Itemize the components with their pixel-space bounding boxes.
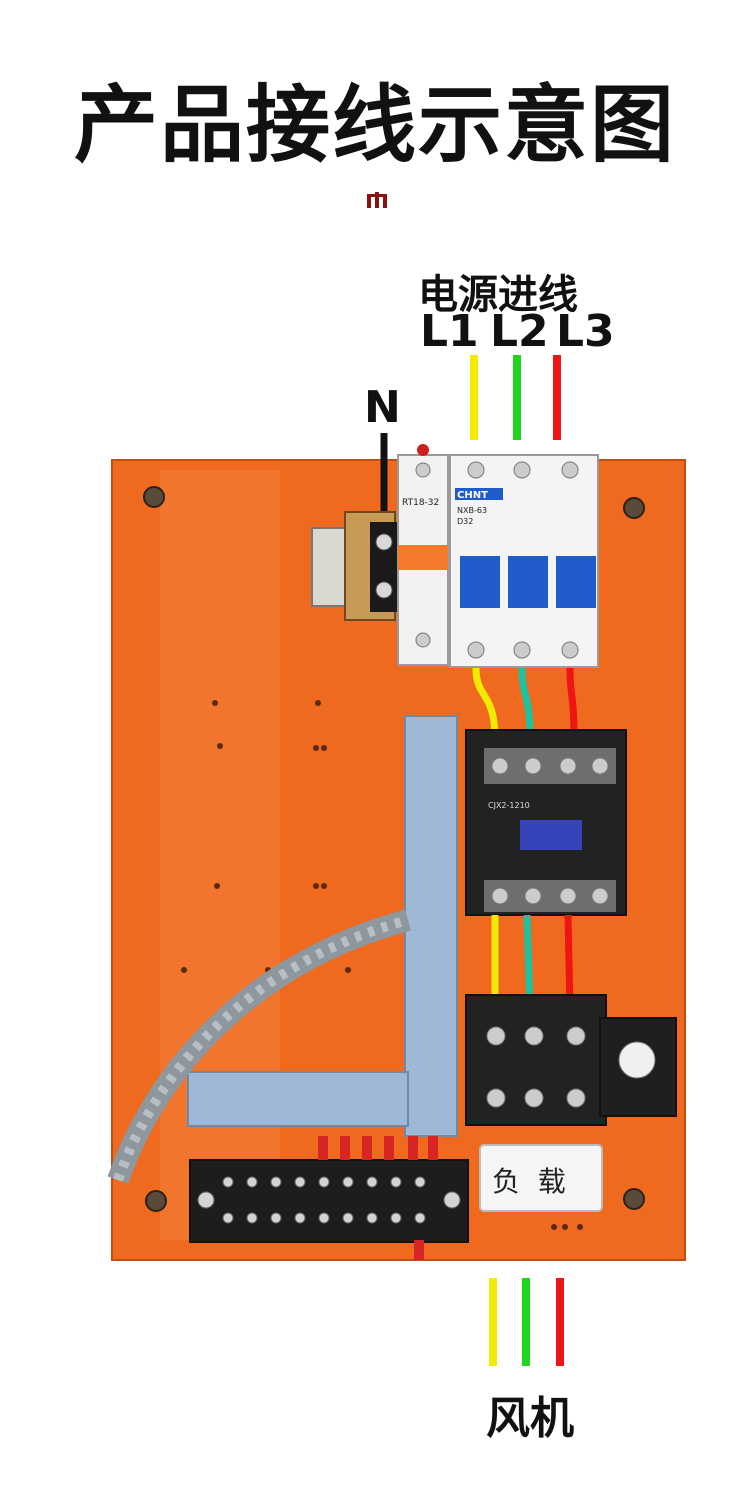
supply-label: 电源进线: [418, 272, 578, 318]
wire-l3-in: [553, 355, 561, 440]
phase-label-l2: L2: [490, 306, 549, 357]
wire-l2-out: [522, 1278, 530, 1366]
neutral-label: N: [364, 382, 401, 433]
mounting-screws: [143, 486, 645, 1212]
fuse-holder-text: RT18-32: [402, 498, 439, 508]
decor-mark-icon: [367, 192, 387, 208]
cable-duct-vertical: [404, 715, 458, 1137]
page-title: 产品接线示意图: [73, 76, 676, 174]
wire-l1-in: [470, 355, 478, 440]
cable-duct-horizontal: [187, 1071, 409, 1127]
terminal-block: [189, 1159, 469, 1243]
wire-l3-out: [556, 1278, 564, 1366]
breaker-model: NXB-63: [457, 506, 487, 515]
breaker-brand: CHNT: [457, 490, 488, 501]
load-plate: [479, 1144, 603, 1212]
contactor-model: CJX2-1210: [488, 801, 530, 810]
phase-label-l1: L1: [420, 306, 479, 357]
output-label: 风机: [486, 1393, 574, 1444]
load-label: 负 载: [492, 1165, 566, 1198]
phase-label-l3: L3: [556, 306, 615, 357]
wire-l1-out: [489, 1278, 497, 1366]
wire-l2-in: [513, 355, 521, 440]
breaker-rating: D32: [457, 517, 473, 526]
